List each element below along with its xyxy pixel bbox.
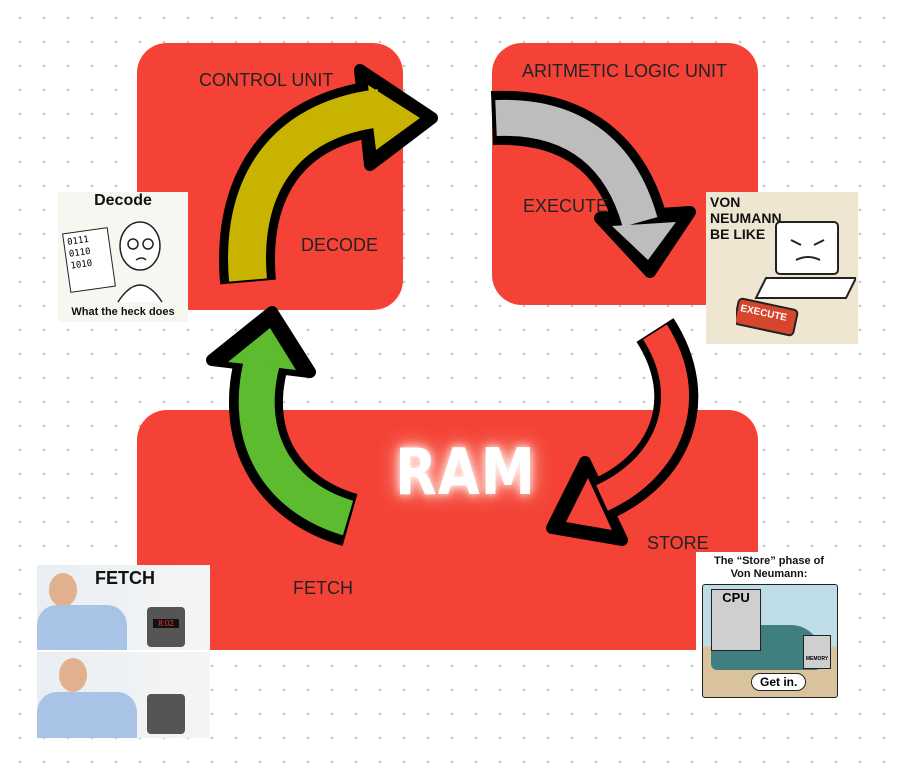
- time-clock: [147, 694, 185, 734]
- man-head: [49, 573, 77, 607]
- man-shirt: [37, 605, 127, 650]
- confused-man-drawing: [117, 221, 163, 303]
- cpu-character: CPU: [711, 589, 761, 651]
- fetch-label: FETCH: [293, 578, 353, 598]
- fetch-meme-title: FETCH: [95, 568, 155, 588]
- time-clock: 8:02: [147, 607, 185, 647]
- decode-label: DECODE: [301, 235, 379, 255]
- fetch-photo-bottom: [37, 652, 210, 738]
- decode-meme-image: Decode 0111 0110 1010 What the heck does: [58, 192, 188, 322]
- store-label: STORE: [647, 533, 709, 553]
- store-arrow: [546, 318, 699, 546]
- fetch-meme-image: 8:02 FETCH: [37, 565, 210, 738]
- control-unit-label: CONTROL UNIT: [199, 70, 334, 90]
- alu-label: ARITMETIC LOGIC UNIT: [522, 61, 728, 81]
- store-meme-image: The “Store” phase of Von Neumann: CPU ME…: [696, 552, 842, 702]
- ram-label: RAM: [395, 436, 536, 510]
- decode-arrow: [219, 64, 438, 285]
- execute-label: EXECUTE: [523, 196, 609, 216]
- execute-arrow: [490, 90, 696, 278]
- man-head: [59, 658, 87, 692]
- memory-character: MEMORY: [803, 635, 831, 669]
- execute-meme-image: VON NEUMANN BE LIKE EXECUTE: [706, 192, 858, 344]
- fetch-photo-top: 8:02: [37, 565, 210, 650]
- man-shirt: [37, 692, 137, 738]
- angry-computer-drawing: [736, 221, 856, 337]
- store-comic-panel: CPU MEMORY Get in.: [702, 584, 838, 698]
- speech-bubble: Get in.: [751, 673, 807, 691]
- fetch-arrow: [206, 306, 359, 546]
